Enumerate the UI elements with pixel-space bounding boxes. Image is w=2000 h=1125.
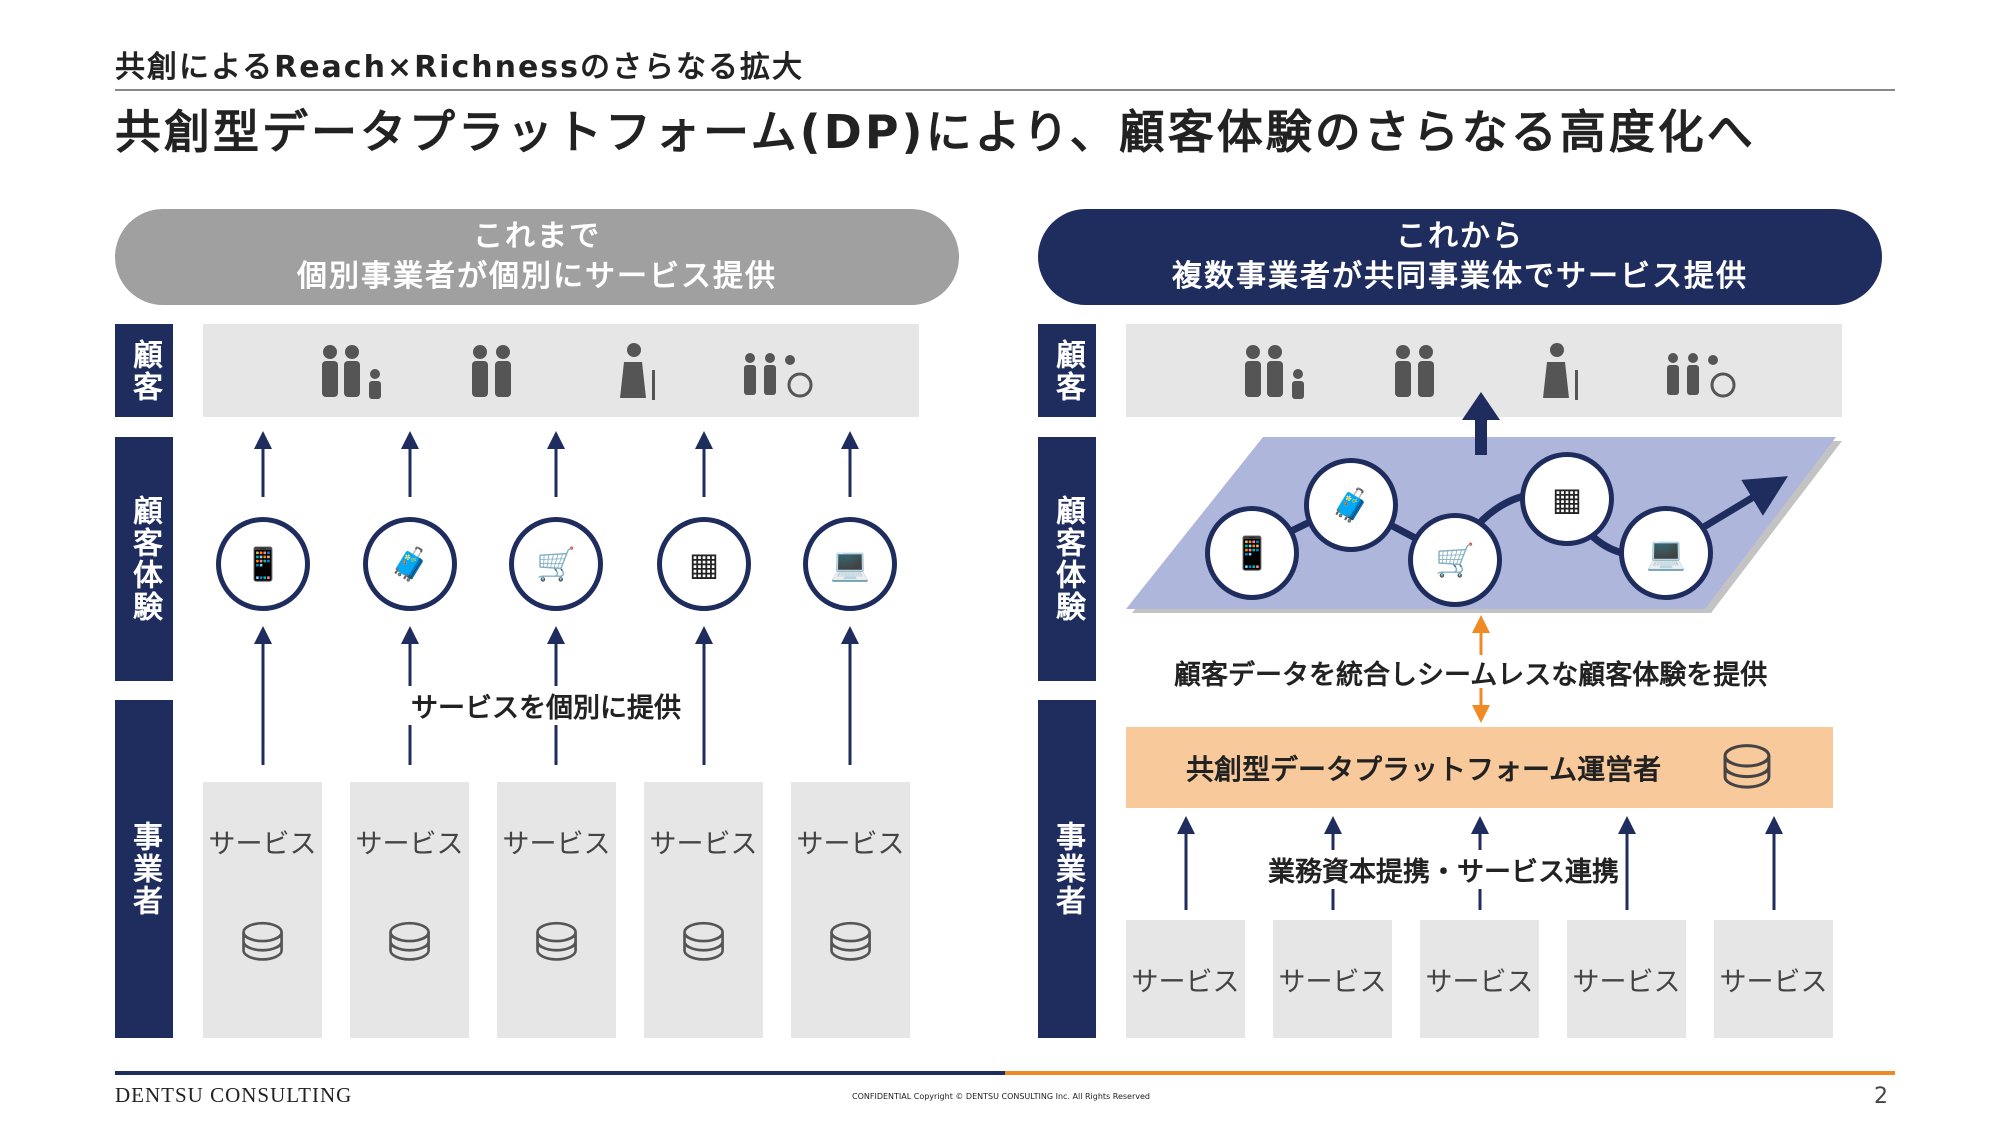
service-label: サービス xyxy=(208,829,317,860)
right-pill-line1: これから xyxy=(1396,219,1524,254)
database-icon: ⛁ xyxy=(1721,731,1773,804)
label-customer-right: 顧客 xyxy=(1038,324,1096,417)
service-box: サービス xyxy=(1126,920,1245,1038)
journey-circle-qr: ▦ xyxy=(1520,452,1614,546)
right-data-text: 顧客データを統合しシームレスな顧客体験を提供 xyxy=(1174,660,1768,691)
experience-circle-qr: ▦ xyxy=(657,517,751,611)
alliance-text: 業務資本提携・サービス連携 xyxy=(1262,850,1625,889)
service-box: サービス xyxy=(1567,920,1686,1038)
left-pill-line1: これまで xyxy=(473,219,601,254)
experience-circle-travel: 🧳 xyxy=(363,517,457,611)
slide-subtitle: 共創によるReach×Richnessのさらなる拡大 xyxy=(115,50,805,85)
journey-circle-app: 📱 xyxy=(1205,506,1299,600)
left-header-pill: これまで 個別事業者が個別にサービス提供 xyxy=(115,209,959,305)
service-label: サービス xyxy=(1572,966,1681,998)
shopping-cart-icon: 🛒 xyxy=(536,545,576,583)
traveler-icon: 🧳 xyxy=(390,545,430,583)
service-box: サービス xyxy=(1714,920,1833,1038)
footer-brand: DENTSU CONSULTING xyxy=(115,1083,353,1107)
service-label: サービス xyxy=(649,829,758,860)
shopping-cart-icon: 🛒 xyxy=(1435,541,1475,579)
service-label: サービス xyxy=(502,829,611,860)
right-pill-line2: 複数事業者が共同事業体でサービス提供 xyxy=(1172,259,1748,294)
right-header-pill: これから 複数事業者が共同事業体でサービス提供 xyxy=(1038,209,1882,305)
office-worker-icon: 💻 xyxy=(830,545,870,583)
database-icon: ⛁ xyxy=(680,911,727,974)
service-box: サービス xyxy=(1273,920,1392,1038)
service-label: サービス xyxy=(796,829,905,860)
accessibility-icon xyxy=(744,353,813,398)
experience-circle-shopping: 🛒 xyxy=(509,517,603,611)
footer-bar-orange xyxy=(1005,1071,1895,1075)
traveler-icon: 🧳 xyxy=(1331,486,1371,524)
slide-title: 共創型データプラットフォーム(DP)により、顧客体験のさらなる高度化へ xyxy=(115,105,1756,159)
service-box: サービス xyxy=(1420,920,1539,1038)
family-icon xyxy=(322,345,381,399)
platform-label: 共創型データプラットフォーム運営者 xyxy=(1186,752,1662,786)
left-middle-text: サービスを個別に提供 xyxy=(405,686,687,725)
database-icon: ⛁ xyxy=(533,911,580,974)
phone-check-icon: 📱 xyxy=(243,545,283,583)
divider xyxy=(115,89,1895,91)
label-business-left: 事業者 xyxy=(115,700,173,1038)
couple-icon xyxy=(472,345,511,397)
service-box: サービス ⛁ xyxy=(203,782,322,1038)
experience-circle-office: 💻 xyxy=(803,517,897,611)
database-icon: ⛁ xyxy=(386,911,433,974)
elderly-icon xyxy=(620,343,655,400)
qr-code-icon: ▦ xyxy=(1551,480,1583,518)
qr-code-icon: ▦ xyxy=(688,545,720,583)
footer-bar-navy xyxy=(115,1071,1005,1075)
service-label: サービス xyxy=(1719,966,1828,998)
page-number: 2 xyxy=(1874,1084,1888,1109)
journey-circle-office: 💻 xyxy=(1619,506,1713,600)
database-icon: ⛁ xyxy=(827,911,874,974)
office-worker-icon: 💻 xyxy=(1646,534,1686,572)
label-customer-left: 顧客 xyxy=(115,324,173,417)
label-business-right: 事業者 xyxy=(1038,700,1096,1038)
platform-operator-box: 共創型データプラットフォーム運営者 ⛁ xyxy=(1126,727,1833,808)
service-label: サービス xyxy=(1131,966,1240,998)
database-icon: ⛁ xyxy=(239,911,286,974)
service-box: サービス ⛁ xyxy=(497,782,616,1038)
phone-check-icon: 📱 xyxy=(1232,534,1272,572)
left-pill-line2: 個別事業者が個別にサービス提供 xyxy=(297,259,777,294)
label-experience-right: 顧客体験 xyxy=(1038,437,1096,681)
experience-circle-app: 📱 xyxy=(216,517,310,611)
service-box: サービス ⛁ xyxy=(791,782,910,1038)
journey-circle-shopping: 🛒 xyxy=(1408,513,1502,607)
label-experience-left: 顧客体験 xyxy=(115,437,173,681)
service-label: サービス xyxy=(355,829,464,860)
service-box: サービス ⛁ xyxy=(644,782,763,1038)
service-label: サービス xyxy=(1425,966,1534,998)
people-icons xyxy=(322,343,1736,400)
journey-circle-travel: 🧳 xyxy=(1304,458,1398,552)
footer-copyright: CONFIDENTIAL Copyright © DENTSU CONSULTI… xyxy=(852,1092,1150,1101)
service-box: サービス ⛁ xyxy=(350,782,469,1038)
service-label: サービス xyxy=(1278,966,1387,998)
